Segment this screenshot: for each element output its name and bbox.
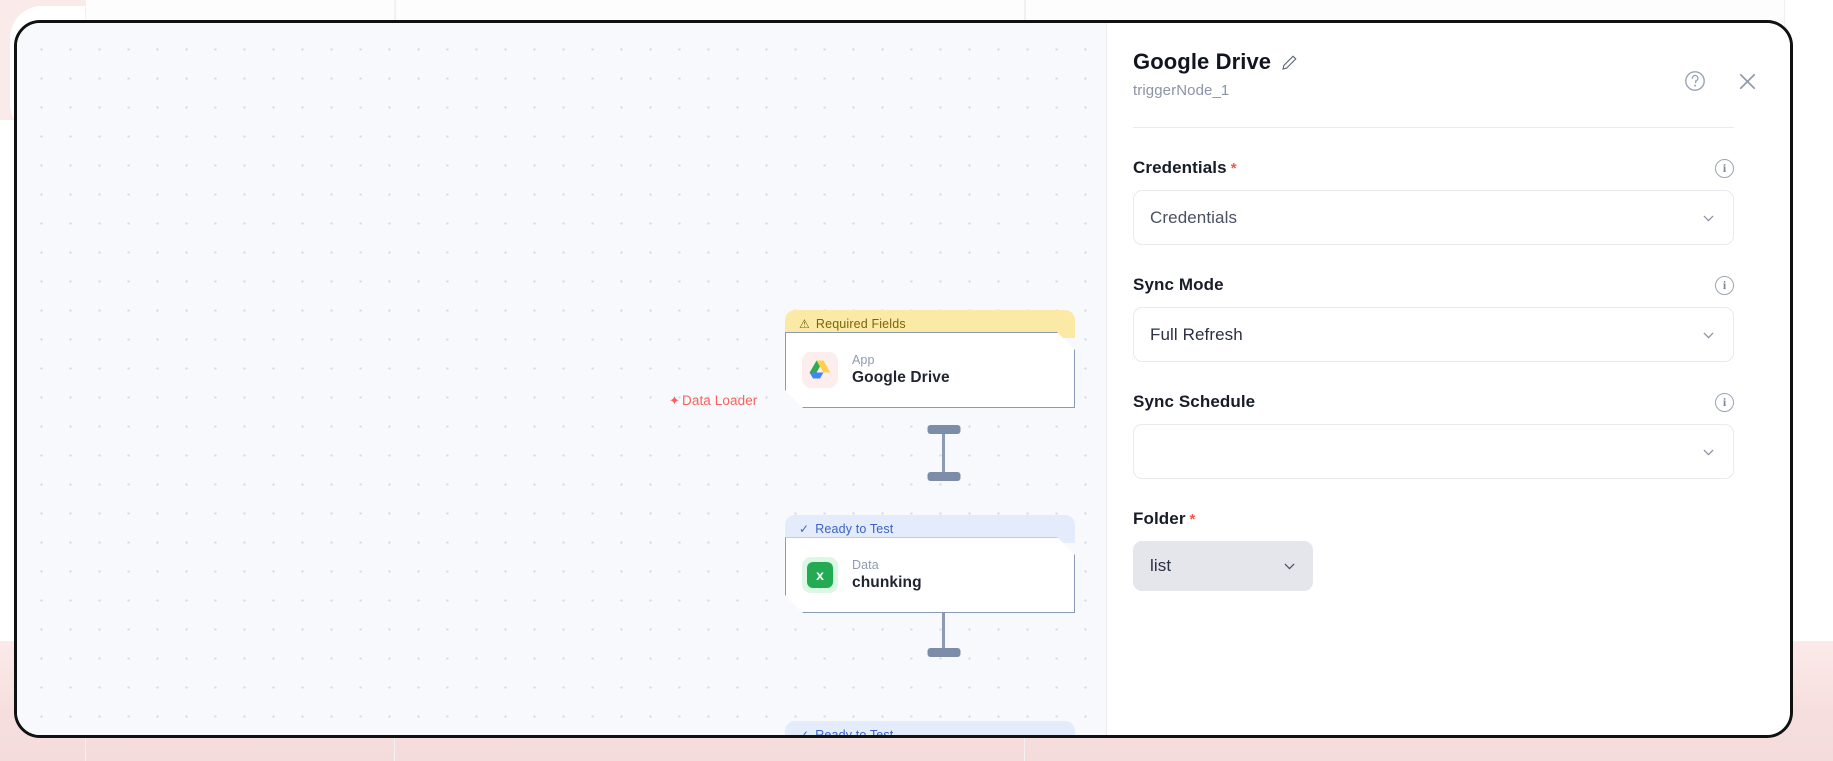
panel-title-row: Google Drive xyxy=(1133,49,1734,75)
spreadsheet-glyph: x xyxy=(807,562,833,588)
check-icon: ✓ xyxy=(799,523,809,535)
info-icon[interactable]: i xyxy=(1715,159,1734,178)
help-circle-icon[interactable] xyxy=(1682,68,1708,94)
google-drive-icon xyxy=(802,352,838,388)
required-indicator: * xyxy=(1231,160,1237,177)
field-credentials: Credentials * i Credentials xyxy=(1133,158,1734,245)
credentials-select-value: Credentials xyxy=(1150,208,1237,228)
panel-header: Google Drive triggerNode_1 xyxy=(1133,49,1734,99)
node-status-text: Ready to Test xyxy=(815,522,893,536)
connector-cap-bottom xyxy=(927,648,960,657)
field-label-text: Sync Schedule xyxy=(1133,392,1255,412)
panel-header-actions xyxy=(1682,68,1760,94)
chevron-down-icon xyxy=(1700,326,1717,343)
node-partial-bottom[interactable]: ✓ Ready to Test xyxy=(785,721,1075,735)
chevron-down-icon xyxy=(1700,209,1717,226)
node-kind: Data xyxy=(852,558,922,572)
pencil-icon[interactable] xyxy=(1281,54,1298,71)
node-chunking[interactable]: ✓ Ready to Test x Data chunking xyxy=(785,515,1075,613)
field-sync-schedule: Sync Schedule i xyxy=(1133,392,1734,479)
field-label-row: Credentials * i xyxy=(1133,158,1734,178)
node-status-text: Ready to Test xyxy=(815,728,893,735)
chevron-down-icon xyxy=(1281,558,1298,575)
field-label-text: Credentials xyxy=(1133,158,1227,178)
chevron-down-icon xyxy=(1700,443,1717,460)
node-body[interactable]: App Google Drive xyxy=(785,332,1075,408)
field-label: Folder * xyxy=(1133,509,1195,529)
spark-icon: ✦ xyxy=(669,394,680,407)
field-label-text: Sync Mode xyxy=(1133,275,1224,295)
info-icon[interactable]: i xyxy=(1715,276,1734,295)
node-config-panel: Google Drive triggerNode_1 xyxy=(1106,23,1790,735)
close-icon[interactable] xyxy=(1734,68,1760,94)
node-body[interactable]: x Data chunking xyxy=(785,537,1075,613)
node-kind: App xyxy=(852,353,950,367)
required-indicator: * xyxy=(1190,511,1196,528)
edge-label-data-loader[interactable]: ✦ Data Loader xyxy=(669,393,757,408)
folder-select[interactable]: list xyxy=(1133,541,1313,591)
node-status-badge: ✓ Ready to Test xyxy=(785,721,1075,735)
panel-divider xyxy=(1133,127,1734,128)
warning-icon: ⚠ xyxy=(799,318,810,330)
credentials-select[interactable]: Credentials xyxy=(1133,190,1734,245)
connector-cap-top xyxy=(927,425,960,434)
app-window: ✦ Data Loader ⚠ Required Fields xyxy=(14,20,1793,738)
connector-1 xyxy=(942,429,945,477)
node-text: App Google Drive xyxy=(852,353,950,387)
workflow-canvas[interactable]: ✦ Data Loader ⚠ Required Fields xyxy=(17,23,1106,735)
field-label: Credentials * xyxy=(1133,158,1237,178)
field-label-row: Folder * xyxy=(1133,509,1734,529)
node-title: Google Drive xyxy=(852,369,950,387)
node-google-drive[interactable]: ⚠ Required Fields App Google xyxy=(785,310,1075,408)
field-label: Sync Schedule xyxy=(1133,392,1255,412)
sync-mode-select[interactable]: Full Refresh xyxy=(1133,307,1734,362)
node-title: chunking xyxy=(852,574,922,592)
check-icon: ✓ xyxy=(799,729,809,735)
sync-schedule-select[interactable] xyxy=(1133,424,1734,479)
edge-label-text: Data Loader xyxy=(682,393,757,408)
node-text: Data chunking xyxy=(852,558,922,592)
node-status-text: Required Fields xyxy=(816,317,906,331)
field-label: Sync Mode xyxy=(1133,275,1224,295)
panel-title: Google Drive xyxy=(1133,49,1271,75)
field-label-text: Folder xyxy=(1133,509,1186,529)
sync-mode-select-value: Full Refresh xyxy=(1150,325,1243,345)
field-sync-mode: Sync Mode i Full Refresh xyxy=(1133,275,1734,362)
field-label-row: Sync Mode i xyxy=(1133,275,1734,295)
field-label-row: Sync Schedule i xyxy=(1133,392,1734,412)
connector-cap-bottom xyxy=(927,472,960,481)
info-icon[interactable]: i xyxy=(1715,393,1734,412)
panel-subtitle: triggerNode_1 xyxy=(1133,82,1734,99)
folder-select-value: list xyxy=(1150,556,1171,576)
field-folder: Folder * list xyxy=(1133,509,1734,591)
spreadsheet-icon: x xyxy=(802,557,838,593)
